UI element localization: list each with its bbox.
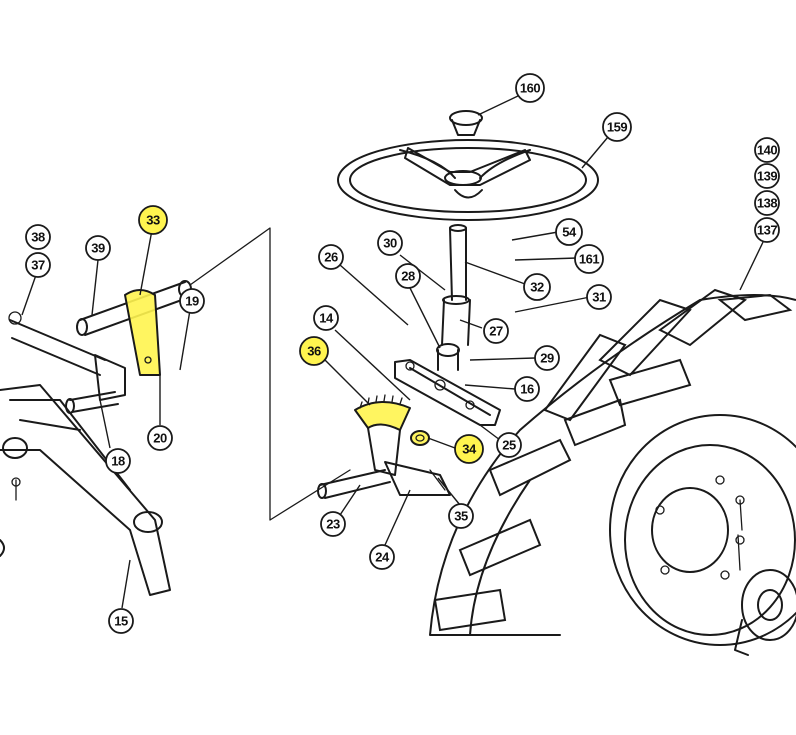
svg-text:34: 34 (462, 442, 477, 457)
svg-text:159: 159 (607, 120, 627, 135)
sector-gear (354, 394, 411, 476)
svg-text:24: 24 (375, 550, 390, 565)
svg-text:30: 30 (383, 236, 397, 251)
callout-33[interactable]: 33 (138, 205, 168, 235)
callout-160[interactable]: 160 (515, 73, 545, 103)
bolt-left (11, 477, 21, 501)
svg-text:32: 32 (530, 280, 544, 295)
svg-text:14: 14 (319, 311, 334, 326)
callout-26[interactable]: 26 (318, 244, 344, 270)
svg-text:140: 140 (757, 143, 777, 158)
steering-wheel (337, 139, 599, 221)
svg-text:18: 18 (111, 454, 125, 469)
callout-31[interactable]: 31 (586, 284, 612, 310)
callout-19[interactable]: 19 (179, 288, 205, 314)
callout-15[interactable]: 15 (108, 608, 134, 634)
front-axle-15 (0, 384, 171, 596)
svg-text:20: 20 (153, 431, 167, 446)
svg-text:31: 31 (592, 290, 606, 305)
callout-139[interactable]: 139 (754, 163, 780, 189)
svg-text:38: 38 (31, 230, 45, 245)
callout-27[interactable]: 27 (483, 318, 509, 344)
callout-32[interactable]: 32 (523, 273, 551, 301)
steering-arm-33 (124, 289, 161, 376)
svg-text:54: 54 (562, 225, 577, 240)
callout-140[interactable]: 140 (754, 137, 780, 163)
svg-text:16: 16 (520, 382, 534, 397)
svg-text:25: 25 (502, 438, 516, 453)
callout-25[interactable]: 25 (496, 432, 522, 458)
washer-34 (410, 430, 430, 446)
callout-35[interactable]: 35 (448, 503, 474, 529)
svg-text:138: 138 (757, 196, 777, 211)
steering-gear-plate (394, 359, 501, 426)
svg-text:139: 139 (757, 169, 777, 184)
svg-text:28: 28 (401, 269, 415, 284)
leader-lines (21, 94, 765, 609)
callout-24[interactable]: 24 (369, 544, 395, 570)
callout-30[interactable]: 30 (377, 230, 403, 256)
callout-14[interactable]: 14 (313, 305, 339, 331)
svg-text:15: 15 (114, 614, 128, 629)
svg-text:33: 33 (146, 213, 160, 228)
callout-36[interactable]: 36 (299, 336, 329, 366)
hub-assembly (734, 495, 796, 656)
rear-tire (429, 288, 796, 636)
wheel-rim (609, 414, 796, 646)
svg-text:27: 27 (489, 324, 503, 339)
svg-text:35: 35 (454, 509, 468, 524)
callout-18[interactable]: 18 (105, 448, 131, 474)
svg-text:36: 36 (307, 344, 321, 359)
callout-54[interactable]: 54 (555, 218, 583, 246)
svg-text:19: 19 (185, 294, 199, 309)
mount-bracket-outline (189, 227, 351, 521)
callout-29[interactable]: 29 (534, 345, 560, 371)
callout-137[interactable]: 137 (754, 217, 780, 243)
callout-39[interactable]: 39 (85, 235, 111, 261)
callout-34[interactable]: 34 (454, 434, 484, 464)
callout-138[interactable]: 138 (754, 190, 780, 216)
svg-text:161: 161 (579, 252, 599, 267)
callout-161[interactable]: 161 (574, 244, 604, 274)
svg-text:37: 37 (31, 258, 45, 273)
svg-text:160: 160 (520, 81, 540, 96)
steering-column (436, 224, 471, 371)
callout-38[interactable]: 38 (25, 224, 51, 250)
steering-knob (449, 110, 483, 136)
callouts: 160 159 140 139 138 137 33 38 37 39 19 2… (25, 73, 780, 634)
callout-20[interactable]: 20 (147, 425, 173, 451)
callout-159[interactable]: 159 (602, 112, 632, 142)
svg-text:23: 23 (326, 517, 340, 532)
svg-text:26: 26 (324, 250, 338, 265)
callout-28[interactable]: 28 (395, 263, 421, 289)
pitman-shaft (317, 461, 451, 499)
callout-37[interactable]: 37 (25, 252, 51, 278)
callout-16[interactable]: 16 (514, 376, 540, 402)
svg-text:39: 39 (91, 241, 105, 256)
svg-text:29: 29 (540, 351, 554, 366)
svg-text:137: 137 (757, 223, 777, 238)
callout-23[interactable]: 23 (320, 511, 346, 537)
